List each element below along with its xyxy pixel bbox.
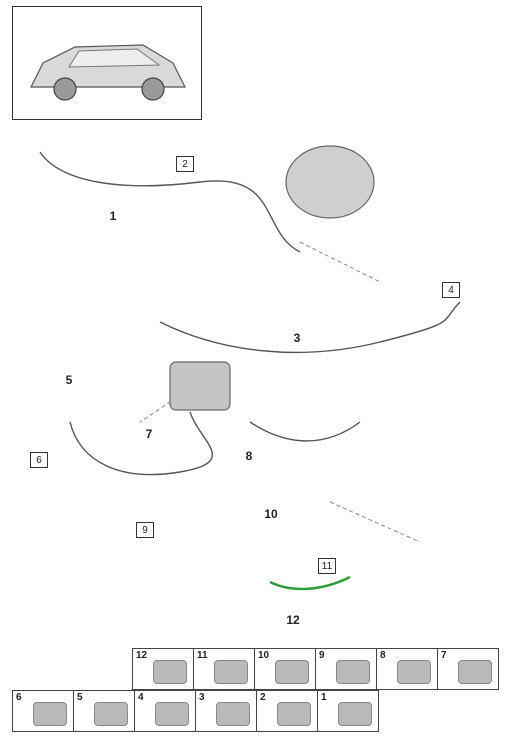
part-cell[interactable]: 1 (317, 690, 379, 732)
part-icon (155, 702, 189, 726)
part-icon (458, 660, 492, 684)
part-number: 7 (441, 650, 447, 661)
brake-line-d (249, 421, 361, 442)
callout-c12: 12 (286, 613, 300, 627)
callout-c9: 9 (136, 522, 154, 538)
callout-c8: 8 (245, 449, 253, 463)
part-icon (277, 702, 311, 726)
part-icon (338, 702, 372, 726)
parts-index-top-row: 12 11 10 9 8 7 (132, 648, 510, 690)
brake-line-a (39, 151, 301, 253)
part-cell[interactable]: 6 (12, 690, 74, 732)
diagram-lines (39, 145, 461, 591)
part-number: 11 (197, 650, 208, 661)
part-icon (214, 660, 248, 684)
part-number: 4 (138, 692, 144, 703)
callout-c6: 6 (30, 452, 48, 468)
callout-c11: 11 (318, 558, 336, 574)
callout-c7: 7 (145, 427, 153, 441)
exploded-diagram: 1 2 3 4 5 6 7 8 9 10 11 12 (0, 122, 514, 642)
callout-c1: 1 (109, 209, 117, 223)
part-icon (397, 660, 431, 684)
part-number: 9 (319, 650, 325, 661)
part-icon (33, 702, 67, 726)
part-cell[interactable]: 4 (134, 690, 196, 732)
part-number: 1 (321, 692, 327, 703)
part-icon (94, 702, 128, 726)
part-icon (275, 660, 309, 684)
part-cell[interactable]: 12 (132, 648, 194, 690)
part-number: 3 (199, 692, 205, 703)
brake-line-c (69, 411, 214, 476)
part-cell[interactable]: 5 (73, 690, 135, 732)
vehicle-thumbnail (12, 6, 202, 120)
part-icon (336, 660, 370, 684)
callout-c2: 2 (176, 156, 194, 172)
part-cell[interactable]: 2 (256, 690, 318, 732)
brake-line-b (159, 301, 461, 354)
part-icon (216, 702, 250, 726)
part-number: 2 (260, 692, 266, 703)
leader-line-a (299, 241, 381, 283)
part-number: 6 (16, 692, 22, 703)
parts-index-bottom-row: 6 5 4 3 2 1 (12, 690, 510, 732)
part-cell[interactable]: 8 (376, 648, 438, 690)
part-number: 5 (77, 692, 83, 703)
booster-unit (285, 145, 375, 219)
callout-c3: 3 (293, 331, 301, 345)
part-number: 8 (380, 650, 386, 661)
vehicle-icon (30, 44, 186, 101)
parts-index: 12 11 10 9 8 7 (12, 648, 510, 734)
callout-c4: 4 (442, 282, 460, 298)
callout-c5: 5 (65, 373, 73, 387)
module-unit (169, 361, 231, 411)
callout-c10: 10 (264, 507, 278, 521)
part-number: 10 (258, 650, 270, 661)
highlighted-line (269, 575, 351, 591)
part-cell[interactable]: 7 (437, 648, 499, 690)
part-cell[interactable]: 9 (315, 648, 377, 690)
leader-line-c (329, 501, 421, 543)
part-cell[interactable]: 11 (193, 648, 255, 690)
part-number: 12 (136, 650, 148, 661)
part-cell[interactable]: 10 (254, 648, 316, 690)
part-icon (153, 660, 187, 684)
part-cell[interactable]: 3 (195, 690, 257, 732)
